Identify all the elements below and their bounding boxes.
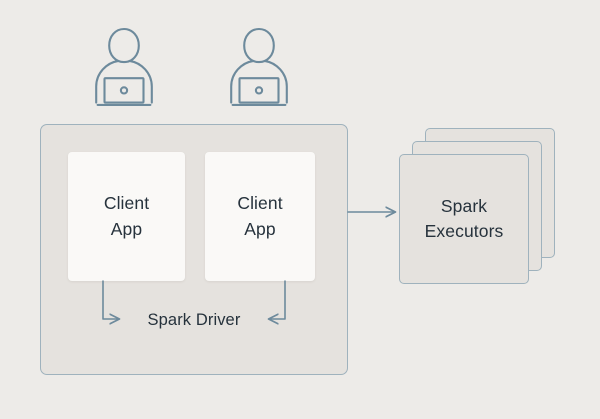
user-with-laptop-icon bbox=[230, 27, 288, 106]
client-app-card[interactable]: Client App bbox=[68, 152, 185, 281]
client-app-label-line1: Client bbox=[237, 193, 283, 214]
spark-driver-label: Spark Driver bbox=[147, 311, 241, 329]
spark-executors-label-line1: Spark bbox=[440, 195, 488, 216]
client-app-label-line2: App bbox=[244, 218, 276, 239]
client-app-label-line2: App bbox=[110, 218, 143, 239]
user-with-laptop-icon bbox=[95, 27, 153, 106]
client-app-label-line1: Client bbox=[103, 193, 150, 214]
client-app-card[interactable]: Client App bbox=[205, 152, 315, 281]
spark-executors-card[interactable]: Spark Executors bbox=[399, 154, 529, 284]
spark-executors-label-line2: Executors bbox=[424, 221, 504, 241]
